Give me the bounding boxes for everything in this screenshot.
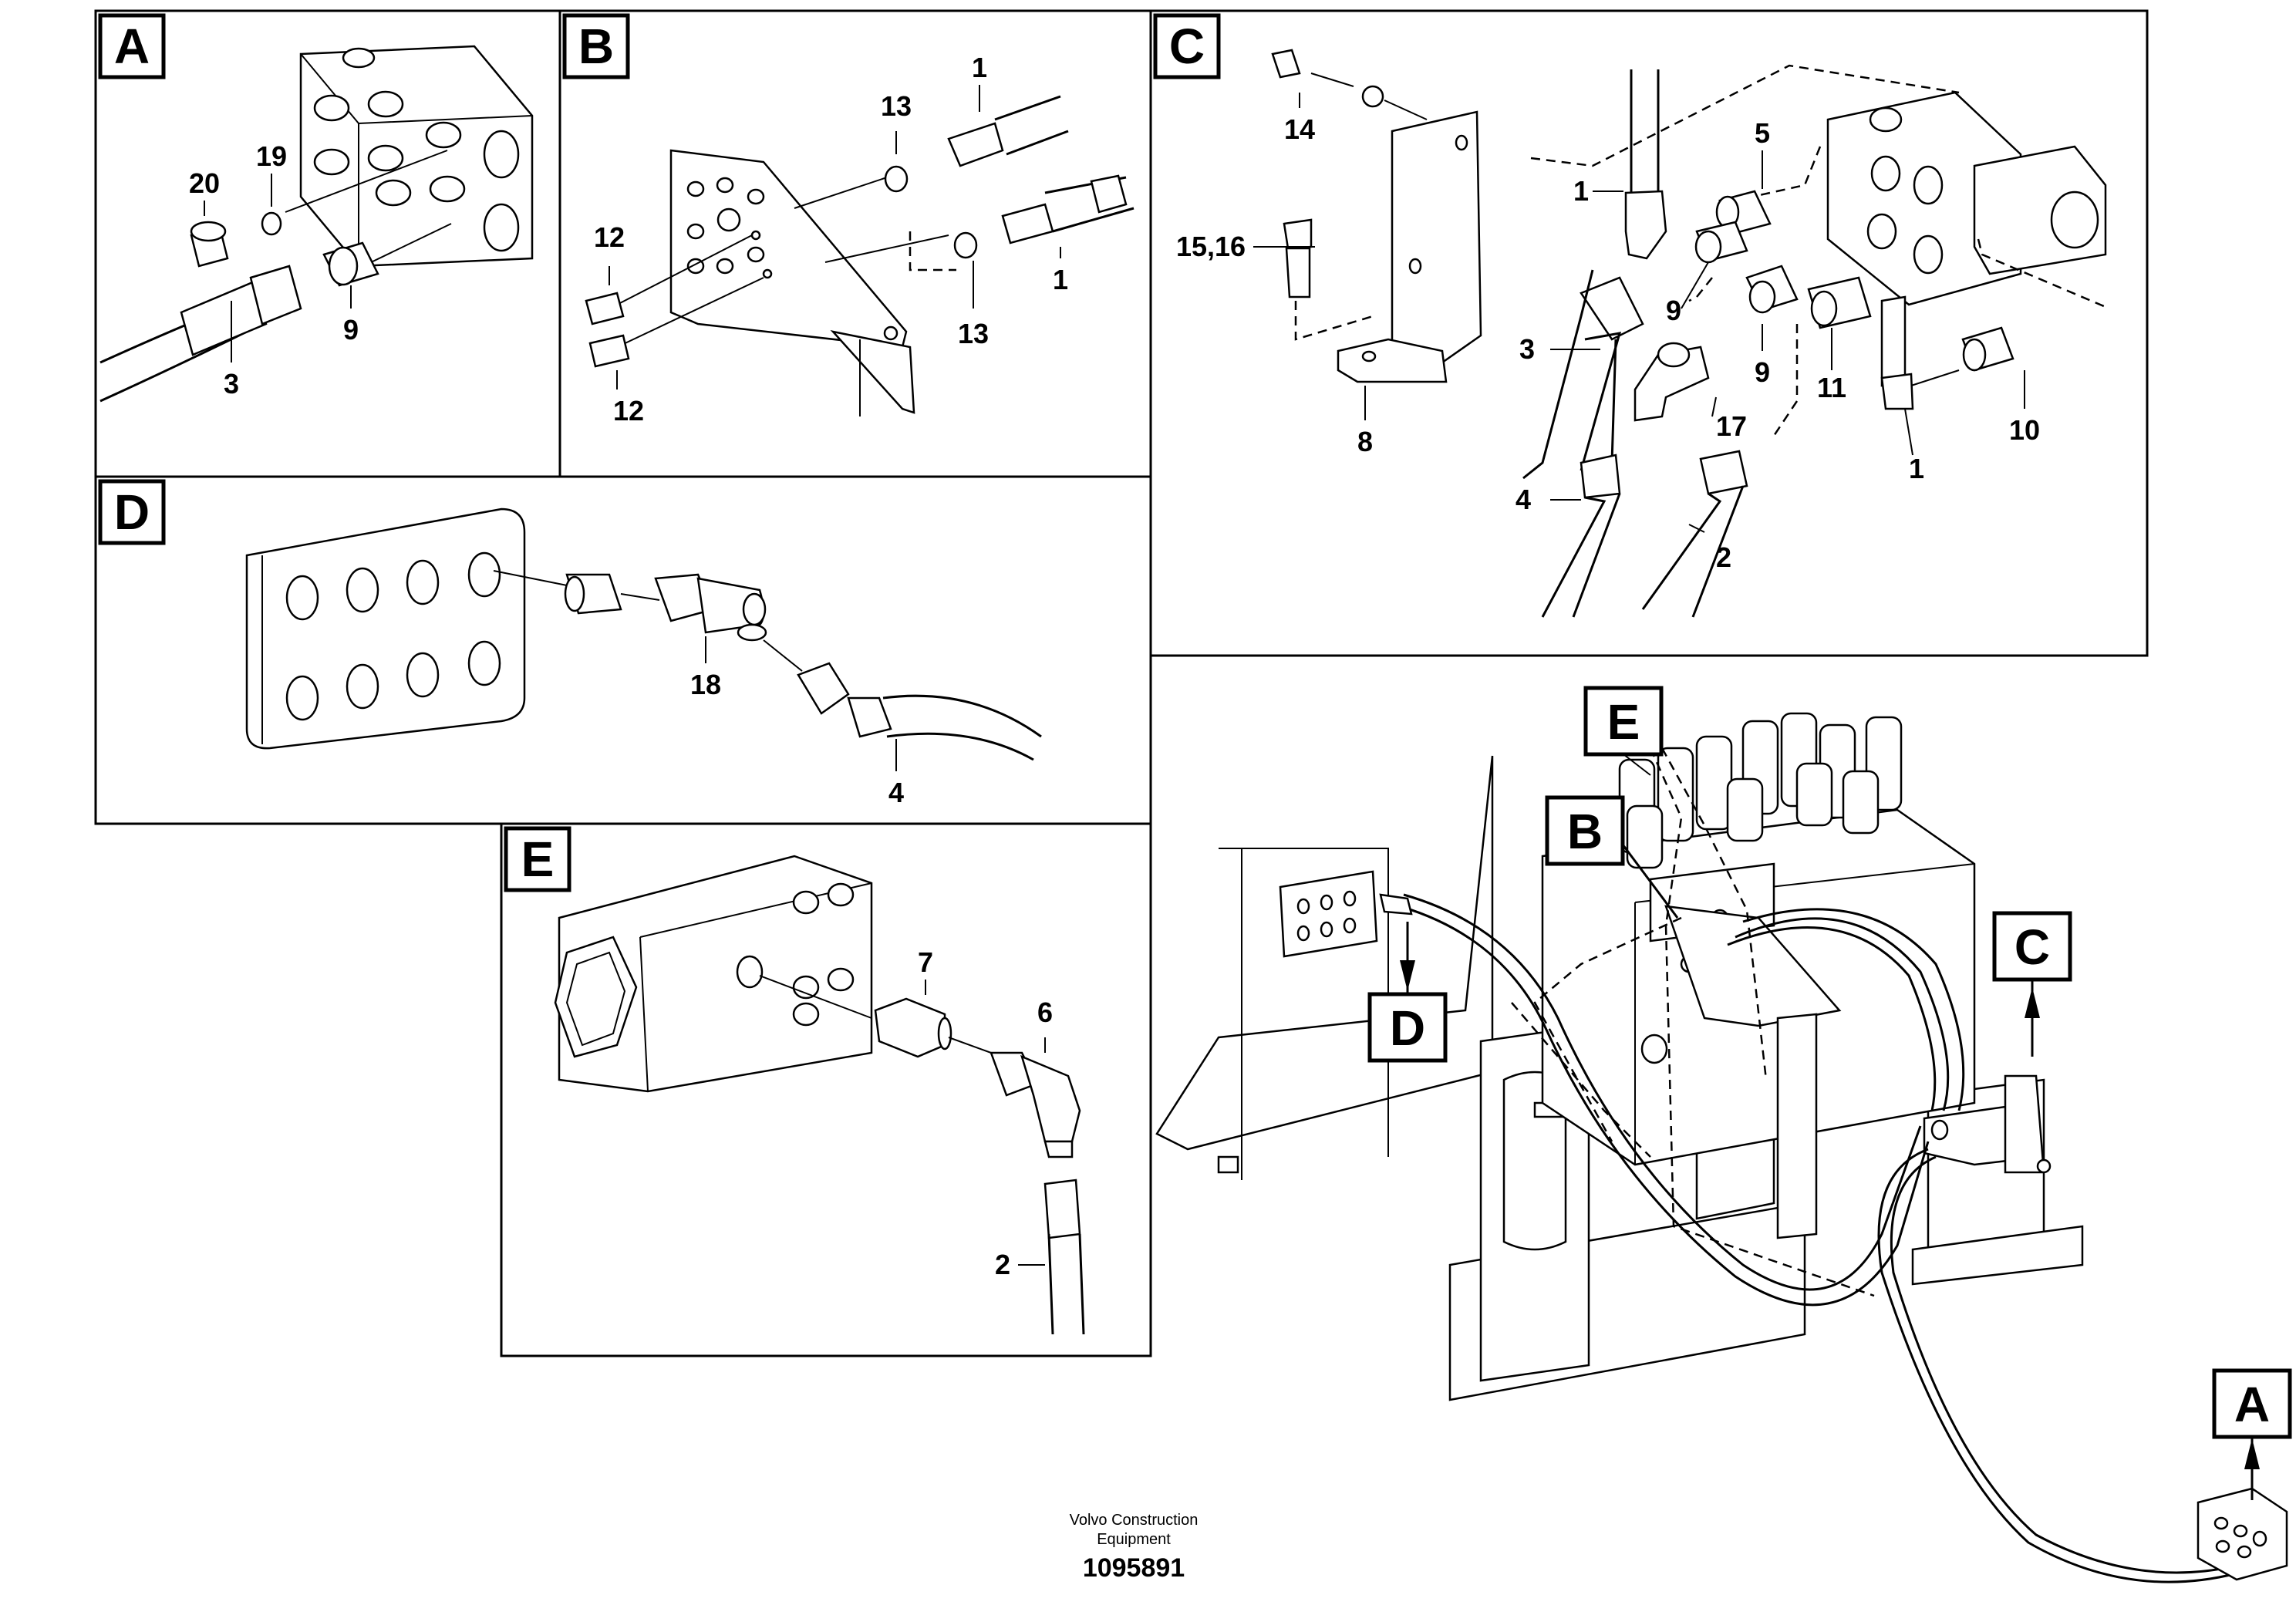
spool-caps xyxy=(1618,712,1903,869)
panel-a: A xyxy=(94,9,561,478)
hose-2-c xyxy=(1641,450,1748,618)
panel-d-tag: D xyxy=(114,484,150,540)
company-name-line2: Equipment xyxy=(1097,1531,1171,1548)
callout-c-9-top: 9 xyxy=(1666,295,1681,326)
plug-20 xyxy=(190,221,229,268)
callout-b-1-bottom: 1 xyxy=(1053,264,1068,295)
panel-a-tag-box xyxy=(98,13,166,79)
hose-2-e xyxy=(1043,1179,1085,1335)
callout-d-18: 18 xyxy=(690,669,721,700)
company-name-line1: Volvo Construction xyxy=(1070,1512,1199,1529)
callout-a-19: 19 xyxy=(256,140,287,172)
callout-d-4: 4 xyxy=(888,777,904,808)
callout-c-17: 17 xyxy=(1716,410,1747,442)
footer: Volvo Construction Equipment 1095891 xyxy=(1070,1512,1199,1583)
fittings-c xyxy=(1694,190,2014,372)
fitting-1-b-bottom xyxy=(1001,174,1135,244)
callout-c-14: 14 xyxy=(1284,113,1315,145)
panel-c-tag-box xyxy=(1153,13,1221,79)
callout-c-4: 4 xyxy=(1515,484,1531,515)
valve-block-e xyxy=(554,855,873,1093)
svg-text:D: D xyxy=(1390,1000,1425,1056)
callout-b-12-bottom: 12 xyxy=(613,395,644,427)
washer-14 xyxy=(1361,85,1384,108)
fitting-9-a xyxy=(322,241,379,287)
valve-block-a xyxy=(299,45,534,268)
overview-assembly xyxy=(1155,712,2288,1583)
overview-tag-c: C xyxy=(1992,911,2072,1057)
bracket-8 xyxy=(1337,110,1482,383)
callout-e-7: 7 xyxy=(918,946,933,978)
valve-block-c xyxy=(1826,91,2107,306)
hose-3-c xyxy=(1522,269,1644,483)
callout-c-15-16: 15,16 xyxy=(1176,231,1246,262)
elbow-18 xyxy=(654,573,767,642)
plate-d xyxy=(245,508,526,750)
panel-b-tag: B xyxy=(578,19,614,74)
screw-12-b-top xyxy=(585,292,625,325)
adapter-d xyxy=(564,573,622,615)
elbow-6 xyxy=(990,1051,1081,1158)
elbow-17 xyxy=(1633,342,1710,422)
svg-text:B: B xyxy=(1567,804,1603,859)
overview-tag-d: D xyxy=(1367,922,1448,1063)
panel-e-tag: E xyxy=(521,831,555,887)
callout-b-13-top: 13 xyxy=(881,90,912,122)
svg-text:E: E xyxy=(1607,694,1640,750)
hose-1-c-top xyxy=(1624,69,1667,260)
callout-c-3: 3 xyxy=(1519,333,1535,365)
bolt-15-16 xyxy=(1283,218,1313,298)
panel-e-tag-box xyxy=(504,826,571,892)
callout-e-6: 6 xyxy=(1037,996,1053,1028)
callout-c-11: 11 xyxy=(1817,372,1846,403)
callout-c-9-bottom: 9 xyxy=(1755,356,1770,388)
callout-c-5: 5 xyxy=(1755,117,1770,149)
panel-c-tag: C xyxy=(1169,19,1205,74)
screw-12-b-bottom xyxy=(588,334,630,368)
adapter-7 xyxy=(874,997,952,1058)
hose-1-c-right xyxy=(1880,295,1960,410)
callout-e-2: 2 xyxy=(995,1249,1010,1280)
panel-b: B xyxy=(558,9,1152,478)
overview-tag-b: B xyxy=(1545,795,1679,919)
panel-d-tag-box xyxy=(98,479,166,545)
hose-4-d xyxy=(797,662,1042,761)
callout-a-9: 9 xyxy=(343,314,359,346)
seal-19 xyxy=(261,211,282,236)
hose-4-c xyxy=(1541,454,1621,618)
panel-d: D xyxy=(94,475,1152,825)
callout-a-20: 20 xyxy=(189,167,220,199)
panel-c: C xyxy=(1149,9,2149,657)
overview-tag-e: E xyxy=(1583,686,1664,776)
overview-tag-a: A xyxy=(2212,1368,2292,1500)
panel-b-tag-box xyxy=(562,13,630,79)
hose-3-a xyxy=(99,265,302,403)
callout-c-8: 8 xyxy=(1357,426,1373,457)
callout-c-10: 10 xyxy=(2009,414,2040,446)
callout-b-12-top: 12 xyxy=(594,221,625,253)
nut-13-b-bottom xyxy=(953,231,978,259)
panel-a-tag: A xyxy=(114,19,150,74)
callout-c-2: 2 xyxy=(1716,541,1731,573)
drawing-number: 1095891 xyxy=(1083,1553,1185,1583)
svg-text:C: C xyxy=(2014,919,2050,975)
callout-c-1-right: 1 xyxy=(1909,453,1924,484)
callout-b-1-top: 1 xyxy=(972,52,987,83)
nut-13-b-top xyxy=(884,165,909,193)
bracket-b xyxy=(669,149,915,416)
panel-e: E 7 6 xyxy=(500,822,1152,1357)
bolt-14 xyxy=(1271,49,1301,79)
callout-c-1-top: 1 xyxy=(1573,175,1589,207)
callout-a-3: 3 xyxy=(224,368,239,400)
svg-text:A: A xyxy=(2234,1377,2270,1432)
callout-b-13-bottom: 13 xyxy=(958,318,989,349)
fitting-1-b-top xyxy=(947,95,1069,167)
